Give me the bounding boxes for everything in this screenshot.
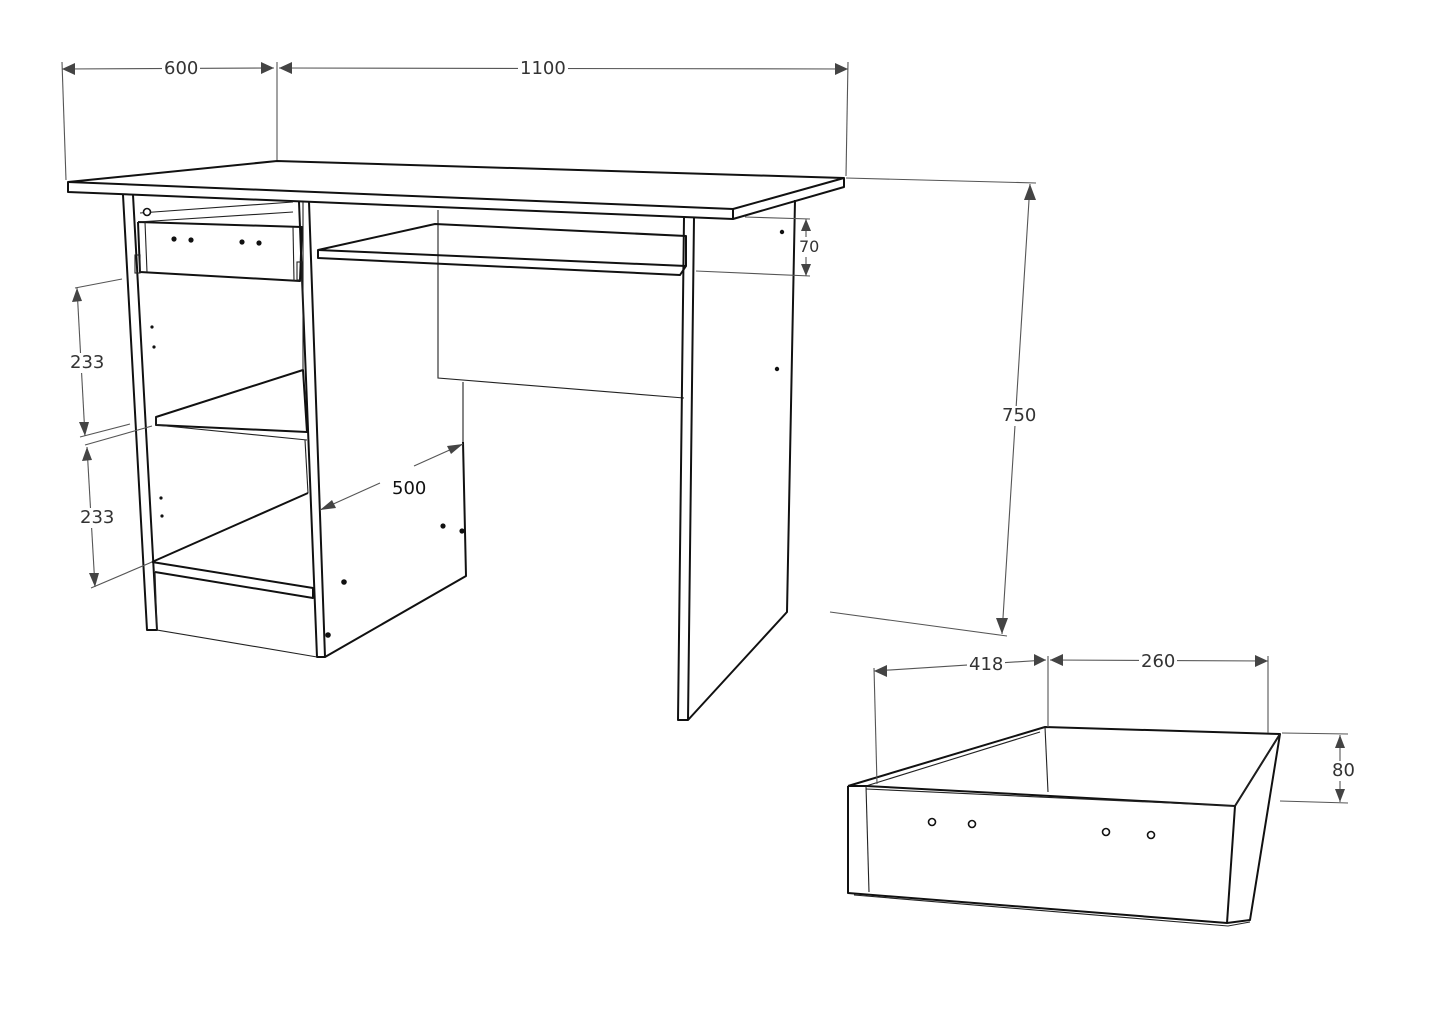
dim-label-drawer-depth: 418 bbox=[967, 654, 1006, 675]
pedestal-drawer bbox=[134, 211, 303, 282]
dim-label-drawer-height: 80 bbox=[1330, 760, 1357, 781]
drawer bbox=[847, 726, 1281, 927]
dim-label-pedestal-depth: 500 bbox=[390, 478, 429, 499]
desk-dimensions bbox=[61, 61, 1037, 637]
dim-label-keyboard-shelf-offset: 70 bbox=[797, 237, 822, 257]
pedestal-base bbox=[151, 202, 318, 658]
dim-label-desk-height: 750 bbox=[1000, 405, 1039, 426]
drawer-dimensions bbox=[873, 654, 1349, 804]
right-side-panel bbox=[677, 199, 796, 721]
left-pedestal bbox=[122, 194, 467, 658]
dim-label-drawer-width: 260 bbox=[1139, 651, 1178, 672]
desktop-panel bbox=[67, 160, 845, 220]
dim-label-desk-width: 1100 bbox=[518, 58, 568, 79]
dim-label-shelf-spacing-upper: 233 bbox=[68, 352, 107, 373]
desk bbox=[67, 160, 845, 721]
keyboard-shelf bbox=[317, 223, 687, 276]
cam-hole-icon bbox=[142, 207, 152, 217]
dim-label-shelf-spacing-lower: 233 bbox=[78, 507, 117, 528]
pedestal-shelf-upper bbox=[155, 369, 308, 441]
modesty-panel bbox=[437, 210, 685, 442]
dim-label-desk-depth: 600 bbox=[162, 58, 201, 79]
